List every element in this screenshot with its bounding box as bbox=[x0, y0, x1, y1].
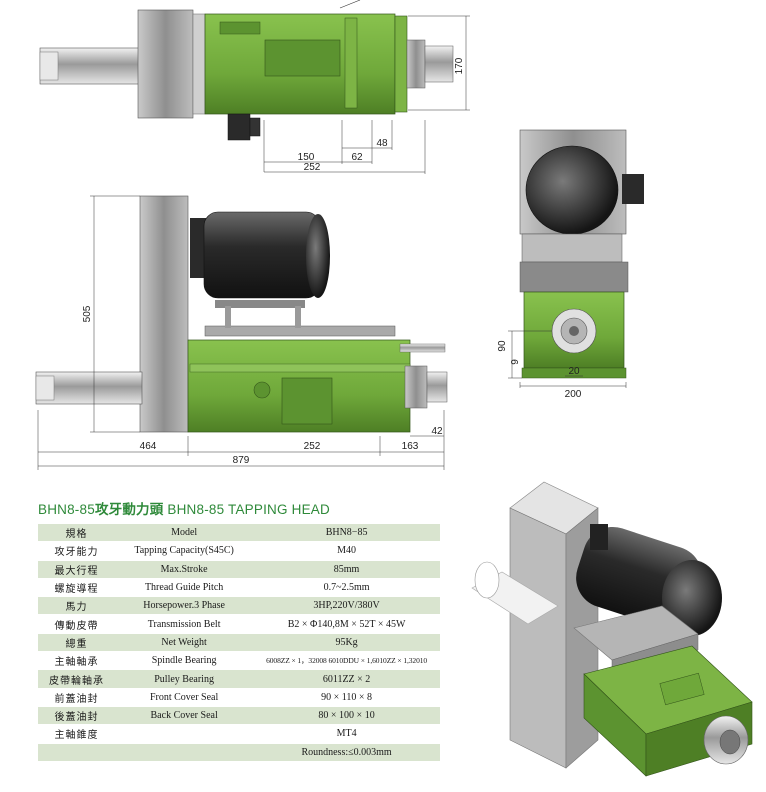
spec-cn: 後蓋油封 bbox=[38, 706, 116, 726]
spec-value: 3HP,220V/380V bbox=[253, 596, 440, 616]
spec-title: BHN8-85攻牙動力頭 BHN8-85 TAPPING HEAD bbox=[38, 498, 330, 518]
dim-464: 464 bbox=[140, 441, 157, 452]
spec-en: Net Weight bbox=[115, 633, 254, 653]
dim-163: 163 bbox=[402, 441, 419, 452]
spec-en: Front Cover Seal bbox=[115, 688, 254, 707]
title-model-prefix: BHN8-85 bbox=[38, 502, 95, 517]
spec-en: Horsepower.3 Phase bbox=[115, 596, 254, 616]
spec-cn bbox=[38, 743, 116, 762]
spec-cn: 前蓋油封 bbox=[38, 688, 116, 707]
spec-cn: 主軸錐度 bbox=[38, 724, 116, 744]
spec-value: 0.7~2.5mm bbox=[253, 578, 440, 598]
spec-cn: 皮帶輪軸承 bbox=[38, 669, 116, 689]
spec-cn: 規格 bbox=[38, 524, 116, 543]
top-view: 170 48 150 62 252 bbox=[39, 0, 470, 174]
dim-20: 20 bbox=[568, 366, 580, 377]
spec-value: 90 × 110 × 8 bbox=[253, 688, 440, 707]
spec-cn: 最大行程 bbox=[38, 560, 116, 579]
spec-value: 80 × 100 × 10 bbox=[253, 706, 440, 726]
dim-150: 150 bbox=[298, 152, 315, 163]
side-view: 505 464 252 163 42 879 bbox=[35, 195, 448, 470]
spec-value: 6011ZZ × 2 bbox=[253, 669, 440, 689]
table-row: 主軸錐度 MT4 bbox=[38, 724, 440, 744]
spec-en: Pulley Bearing bbox=[115, 669, 254, 689]
spec-value: 95Kg bbox=[253, 633, 440, 653]
dim-9: 9 bbox=[510, 359, 521, 365]
spec-cn: 傳動皮帶 bbox=[38, 614, 116, 634]
dim-879: 879 bbox=[233, 455, 250, 466]
dim-252-top: 252 bbox=[304, 162, 321, 173]
dim-200: 200 bbox=[565, 389, 582, 400]
dim-90: 90 bbox=[497, 340, 508, 352]
dim-42: 42 bbox=[431, 426, 443, 437]
spec-en: Model bbox=[115, 524, 254, 543]
spec-cn: 螺旋導程 bbox=[38, 578, 116, 598]
end-view: 90 9 20 200 bbox=[497, 129, 644, 400]
spindle-nose bbox=[703, 715, 749, 765]
spec-en: Tapping Capacity(S45C) bbox=[115, 541, 254, 561]
spec-cn: 攻牙能力 bbox=[38, 541, 116, 561]
dim-252-side: 252 bbox=[304, 441, 321, 452]
spec-en bbox=[115, 743, 254, 762]
title-en: BHN8-85 TAPPING HEAD bbox=[167, 502, 330, 517]
table-row: Roundness:≤0.003mm bbox=[38, 743, 440, 762]
title-cn: 攻牙動力頭 bbox=[94, 502, 164, 517]
spec-value: B2 × Φ140,8M × 52T × 45W bbox=[253, 614, 440, 634]
spec-value: Roundness:≤0.003mm bbox=[253, 743, 440, 762]
spec-value: 6008ZZ × 1，32008 6010DDU × 1,6010ZZ × 1,… bbox=[253, 651, 440, 671]
spec-cn: 總重 bbox=[38, 633, 116, 653]
spec-value: M40 bbox=[253, 541, 440, 561]
spec-en: Max.Stroke bbox=[115, 560, 254, 579]
spec-en: Thread Guide Pitch bbox=[115, 578, 254, 598]
spec-cn: 馬力 bbox=[38, 596, 116, 616]
spec-value: 85mm bbox=[253, 560, 440, 579]
spec-cn: 主軸軸承 bbox=[38, 651, 116, 671]
motor bbox=[576, 524, 722, 636]
spec-value: BHN8−85 bbox=[253, 524, 440, 543]
dim-48: 48 bbox=[376, 138, 388, 149]
spec-value: MT4 bbox=[253, 724, 440, 744]
spec-en: Back Cover Seal bbox=[115, 706, 254, 726]
dim-62: 62 bbox=[351, 152, 363, 163]
technical-drawings: 170 48 150 62 252 505 464 bbox=[35, 0, 644, 470]
dim-170: 170 bbox=[454, 57, 465, 74]
spec-en: Transmission Belt bbox=[115, 614, 254, 634]
dim-505: 505 bbox=[82, 305, 93, 322]
product-render bbox=[471, 481, 753, 777]
spec-en bbox=[115, 724, 254, 744]
spec-en: Spindle Bearing bbox=[115, 651, 254, 671]
spindle-tube bbox=[471, 561, 559, 625]
